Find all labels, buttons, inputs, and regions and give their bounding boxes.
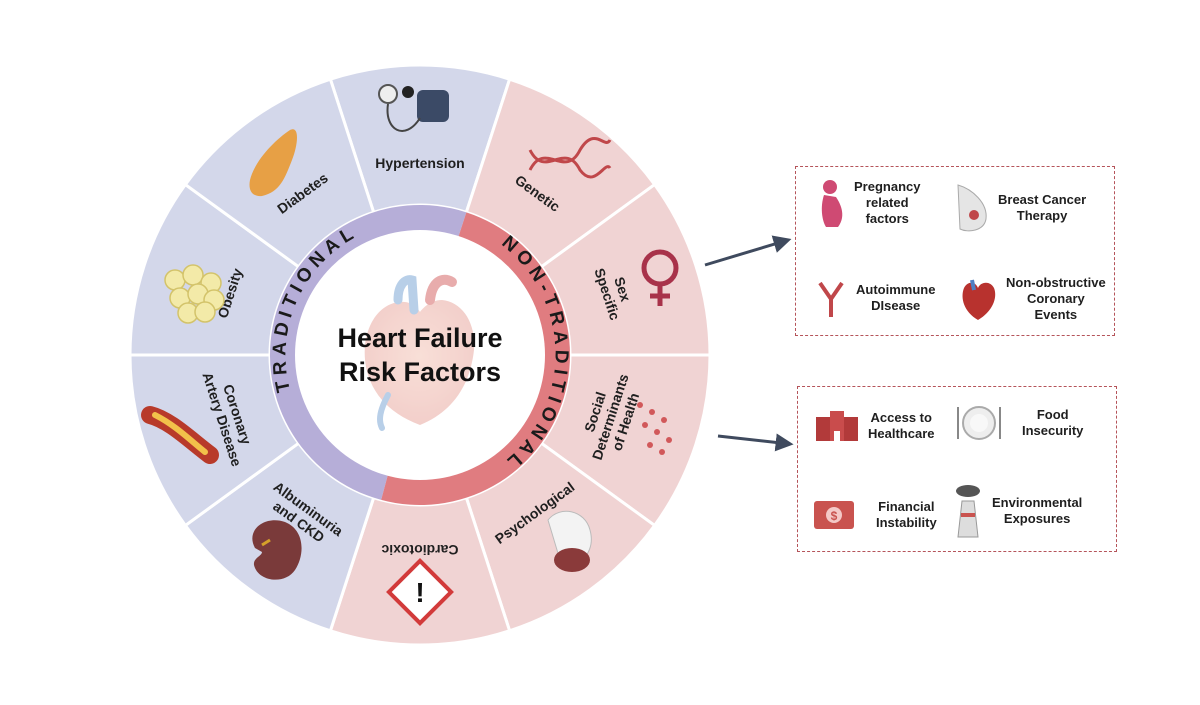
non-obstructive-label-1: Non-obstructive	[1006, 275, 1106, 290]
hazard-warning-icon: !	[386, 558, 454, 626]
autoimmune-label-1: Autoimmune	[856, 282, 936, 297]
antibody-icon	[818, 281, 844, 317]
pregnancy-label-1: Pregnancy	[854, 179, 921, 194]
access-label-2: Healthcare	[868, 426, 935, 441]
pancreas-icon	[249, 129, 297, 197]
dna-icon	[528, 137, 612, 179]
wheel-outer-border	[129, 64, 711, 646]
non-obstructive-label-3: Events	[1034, 307, 1078, 322]
segment-label-line: Sex	[611, 275, 634, 304]
center-title-line1: Heart Failure	[337, 323, 502, 353]
artery-plaque-icon	[141, 406, 219, 464]
environmental-label-1: Environmental	[992, 495, 1083, 510]
pregnant-woman-icon	[821, 180, 843, 227]
blood-pressure-cuff-icon	[378, 84, 449, 132]
pregnancy-label-2: related	[865, 195, 909, 210]
pregnancy-label-3: factors	[865, 211, 909, 226]
crowd-arrows-icon	[637, 402, 672, 455]
breast-cancer-label-2: Therapy	[1016, 208, 1068, 223]
svg-text:!: !	[415, 577, 424, 608]
heart-anatomy-icon	[962, 279, 996, 320]
kidney-icon	[252, 520, 302, 580]
non-obstructive-label-2: Coronary	[1026, 291, 1085, 306]
factory-smokestack-icon	[956, 485, 980, 538]
brain-in-head-icon	[547, 510, 592, 572]
breast-cancer-label-1: Breast Cancer	[998, 192, 1087, 207]
breast-tissue-icon	[957, 184, 987, 232]
hospital-icon	[816, 411, 858, 441]
segment-label-hypertension: Hypertension	[375, 155, 464, 171]
food-label-2: Insecurity	[1022, 423, 1084, 438]
access-label-1: Access to	[870, 410, 932, 425]
segment-label-line: Hypertension	[375, 155, 464, 171]
segment-label-cardiotoxic: Cardiotoxic	[381, 542, 458, 558]
fat-cells-icon	[164, 264, 225, 324]
empty-plate-icon	[957, 406, 1001, 440]
food-label-1: Food	[1036, 407, 1069, 422]
svg-text:$: $	[831, 509, 838, 523]
environmental-label-2: Exposures	[1003, 511, 1071, 526]
financial-label-1: Financial	[878, 499, 935, 514]
arrow-to-sex-specific-box	[704, 235, 792, 267]
financial-label-2: Instability	[876, 515, 937, 530]
segment-label-line: Cardiotoxic	[381, 542, 458, 558]
arrow-to-social-box	[717, 433, 794, 452]
center-title-line2: Risk Factors	[339, 357, 501, 387]
money-bill-icon: $	[814, 501, 854, 529]
autoimmune-label-2: DIsease	[871, 298, 921, 313]
heart-icon	[364, 274, 475, 431]
female-symbol-icon	[641, 249, 679, 306]
